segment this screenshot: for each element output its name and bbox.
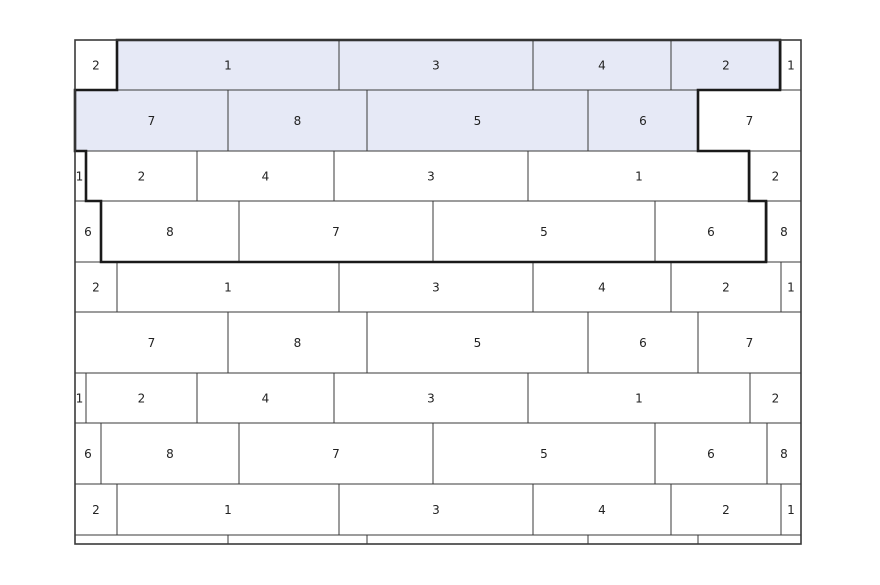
tile-label: 1 [76, 392, 84, 406]
tile-label: 6 [707, 447, 715, 461]
tile-r5-c5 [670, 261, 782, 313]
tile-label: 3 [432, 281, 440, 295]
tile-label: 2 [92, 503, 100, 517]
layout-frame [74, 39, 802, 545]
tile-r10-c4 [587, 534, 699, 545]
tile-r8-c6 [766, 422, 802, 485]
tile-r10-c5 [697, 534, 802, 545]
tile-r8-c4 [432, 422, 656, 485]
tile-label: 1 [787, 59, 795, 73]
tile-r5-c2 [116, 261, 340, 313]
tile-label: 5 [474, 114, 482, 128]
tile-label: 2 [722, 281, 730, 295]
tile-r1-c2 [116, 39, 340, 91]
tile-r1-c4 [532, 39, 672, 91]
tile-label: 6 [639, 114, 647, 128]
tile-label: 3 [432, 59, 440, 73]
tile-r8-c5 [654, 422, 768, 485]
tile-r9-c4 [532, 483, 672, 536]
tile-r1-c1 [74, 39, 118, 91]
tile-r8-c2 [100, 422, 240, 485]
tile-r4-c4 [432, 200, 656, 263]
tile-r9-c5 [670, 483, 782, 536]
tile-label: 8 [294, 114, 302, 128]
tile-r9-c2 [116, 483, 340, 536]
tile-label: 2 [138, 392, 146, 406]
tile-label: 1 [787, 503, 795, 517]
tile-label: 1 [635, 392, 643, 406]
tile-label: 4 [262, 170, 270, 184]
tile-label: 7 [148, 114, 156, 128]
tile-label: 4 [598, 281, 606, 295]
tile-label: 2 [772, 392, 780, 406]
tile-r5-c4 [532, 261, 672, 313]
tile-r3-c5 [527, 150, 751, 202]
tile-label: 5 [474, 336, 482, 350]
tile-label: 1 [224, 59, 232, 73]
tile-r9-c3 [338, 483, 534, 536]
tile-r5-c3 [338, 261, 534, 313]
tile-r7-c4 [333, 372, 529, 424]
tile-label: 1 [224, 503, 232, 517]
tile-label: 7 [332, 225, 340, 239]
tile-label: 8 [780, 447, 788, 461]
tile-label: 7 [332, 447, 340, 461]
tile-r5-c1 [74, 261, 118, 313]
tile-label: 7 [746, 336, 754, 350]
tile-r4-c1 [74, 200, 102, 263]
tile-r10-c1 [74, 534, 229, 545]
tile-label: 6 [84, 225, 92, 239]
tile-r10-c2 [227, 534, 368, 545]
tile-r10-c3 [366, 534, 589, 545]
tile-label: 6 [84, 447, 92, 461]
tile-label: 6 [639, 336, 647, 350]
tile-label: 8 [294, 336, 302, 350]
tile-r2-c4 [587, 89, 699, 152]
tile-r4-c2 [100, 200, 240, 263]
tile-label: 5 [540, 225, 548, 239]
tile-label: 1 [224, 281, 232, 295]
tile-r7-c3 [196, 372, 335, 424]
tile-label: 3 [427, 392, 435, 406]
tile-label: 2 [138, 170, 146, 184]
tile-label: 2 [722, 59, 730, 73]
tile-r4-c5 [654, 200, 768, 263]
tile-label: 2 [92, 281, 100, 295]
tile-r3-c2 [85, 150, 198, 202]
tile-label: 4 [598, 503, 606, 517]
tile-r2-c3 [366, 89, 589, 152]
tile-label: 4 [598, 59, 606, 73]
tile-label: 1 [635, 170, 643, 184]
tile-label: 4 [262, 392, 270, 406]
tile-label: 3 [427, 170, 435, 184]
tile-grid: 2 1 3 4 2 1 7 8 5 6 7 1 2 4 3 1 2 6 8 7 5 6 8 2 1 3 4 2 1 7 8 5 6 7 1 2 4 3 1 2… [74, 39, 802, 545]
tile-r6-c4 [587, 311, 699, 374]
tile-label: 1 [76, 170, 84, 184]
tile-label: 2 [722, 503, 730, 517]
tile-r6-c5 [697, 311, 802, 374]
tile-label: 3 [432, 503, 440, 517]
tile-label: 8 [166, 447, 174, 461]
tile-label: 1 [787, 281, 795, 295]
tile-r2-c2 [227, 89, 368, 152]
tile-label: 8 [166, 225, 174, 239]
tile-label: 2 [772, 170, 780, 184]
tile-label: 2 [92, 59, 100, 73]
tile-label: 7 [746, 114, 754, 128]
tile-label: 8 [780, 225, 788, 239]
tile-label: 7 [148, 336, 156, 350]
tile-r4-c3 [238, 200, 434, 263]
tile-label: 5 [540, 447, 548, 461]
tile-label: 6 [707, 225, 715, 239]
tile-r6-c2 [227, 311, 368, 374]
tile-r3-c3 [196, 150, 335, 202]
